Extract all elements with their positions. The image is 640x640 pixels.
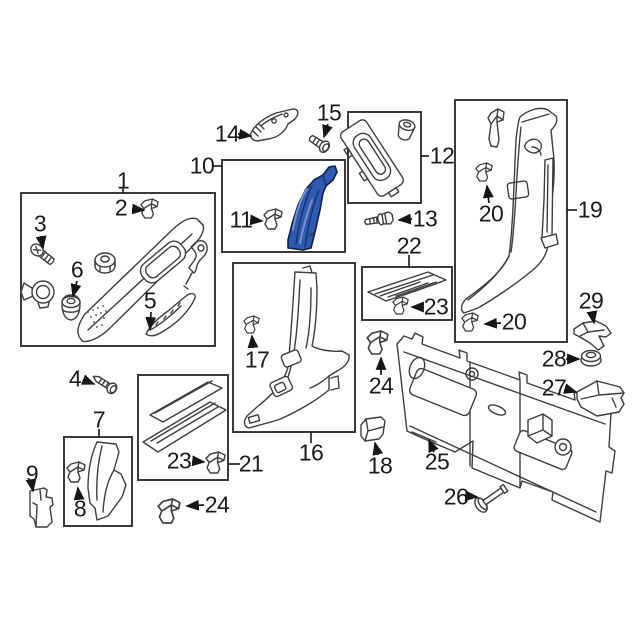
box-12-frame <box>347 111 422 204</box>
callout-27: 27 <box>541 374 567 401</box>
callout-4: 4 <box>68 365 82 392</box>
callout-29: 29 <box>578 287 604 314</box>
callout-25: 25 <box>424 448 450 475</box>
callout-26: 26 <box>443 483 469 510</box>
callout-10: 10 <box>189 152 215 179</box>
callout-21: 21 <box>238 450 264 477</box>
clip-icon <box>157 498 181 524</box>
callout-12: 12 <box>429 142 455 169</box>
callout-8: 8 <box>73 495 87 522</box>
trim-cap-drawing <box>360 416 386 442</box>
callout-arrows <box>25 123 598 511</box>
box-21-frame <box>137 374 229 481</box>
callout-14: 14 <box>214 120 240 147</box>
callout-1: 1 <box>116 167 130 194</box>
clip-icon <box>205 451 226 474</box>
bezel-panel-group <box>339 119 416 198</box>
callout-19: 19 <box>577 196 603 223</box>
clip-icon <box>366 330 389 355</box>
push-pin-drawing <box>474 483 509 513</box>
sill-strip-drawing <box>145 292 196 337</box>
leader-lines <box>98 155 577 465</box>
clip-icon <box>140 198 159 219</box>
box-22-frame <box>361 266 453 321</box>
back-panel-group <box>396 332 616 523</box>
callout-11: 11 <box>229 206 253 233</box>
screw-drawing-15 <box>308 134 331 154</box>
clip-icon <box>487 108 505 148</box>
box-16-frame <box>232 262 356 433</box>
side-panel-drawing <box>29 487 54 528</box>
box-10-frame <box>221 159 346 253</box>
screw-drawing-4 <box>92 375 118 395</box>
callout-6: 6 <box>70 256 84 283</box>
box-1-frame <box>20 192 216 347</box>
kick-panel-drawing <box>87 441 127 521</box>
corner-trim-drawing <box>573 320 612 351</box>
callout-24b: 24 <box>204 491 230 518</box>
box-19-frame <box>454 99 568 343</box>
grommet-nut-drawing <box>580 349 602 367</box>
callout-23b: 23 <box>166 447 192 474</box>
clip-icon <box>66 461 86 483</box>
sleeve-bracket-drawing <box>576 380 625 417</box>
callout-28: 28 <box>541 345 567 372</box>
clip-icon <box>263 208 283 230</box>
callout-5: 5 <box>143 287 157 314</box>
callout-7: 7 <box>92 406 106 433</box>
highlighted-pillar-trim-group <box>263 165 338 251</box>
nut-drawing <box>94 252 116 274</box>
callout-20b: 20 <box>501 308 527 335</box>
bracket-drawing <box>249 108 299 142</box>
a-pillar-trim-group <box>20 198 208 343</box>
callout-18: 18 <box>367 452 393 479</box>
group-box-frames <box>20 99 568 527</box>
sill-plates-group <box>142 380 227 474</box>
bolt-drawing <box>364 211 394 226</box>
a-pillar-trim-drawing <box>77 217 205 343</box>
callout-2: 2 <box>114 194 128 221</box>
clip-icon <box>461 312 479 332</box>
callout-9: 9 <box>25 460 39 487</box>
callout-20: 20 <box>478 200 504 227</box>
kick-panel-group <box>66 441 127 521</box>
c-pillar-trim-drawing <box>460 107 558 314</box>
c-pillar-trim-group <box>460 107 559 332</box>
wire-hook-drawing <box>183 240 208 290</box>
scuff-plate-group <box>367 271 447 315</box>
clip-icon <box>243 315 260 334</box>
callout-24: 24 <box>368 372 394 399</box>
sensor-drawing <box>20 280 55 309</box>
grille-speckles <box>87 305 107 328</box>
callout-16: 16 <box>298 439 324 466</box>
callout-17: 17 <box>244 346 270 373</box>
callout-22: 22 <box>396 232 422 259</box>
box-7-frame <box>63 436 133 527</box>
callout-13: 13 <box>412 205 438 232</box>
callout-3: 3 <box>33 210 47 237</box>
clip-icon <box>475 162 493 182</box>
b-pillar-lower-trim-group <box>243 265 350 429</box>
clip-icon <box>392 296 409 315</box>
grommet-drawing <box>61 294 81 321</box>
callout-15: 15 <box>316 99 342 126</box>
callout-23: 23 <box>423 293 449 320</box>
